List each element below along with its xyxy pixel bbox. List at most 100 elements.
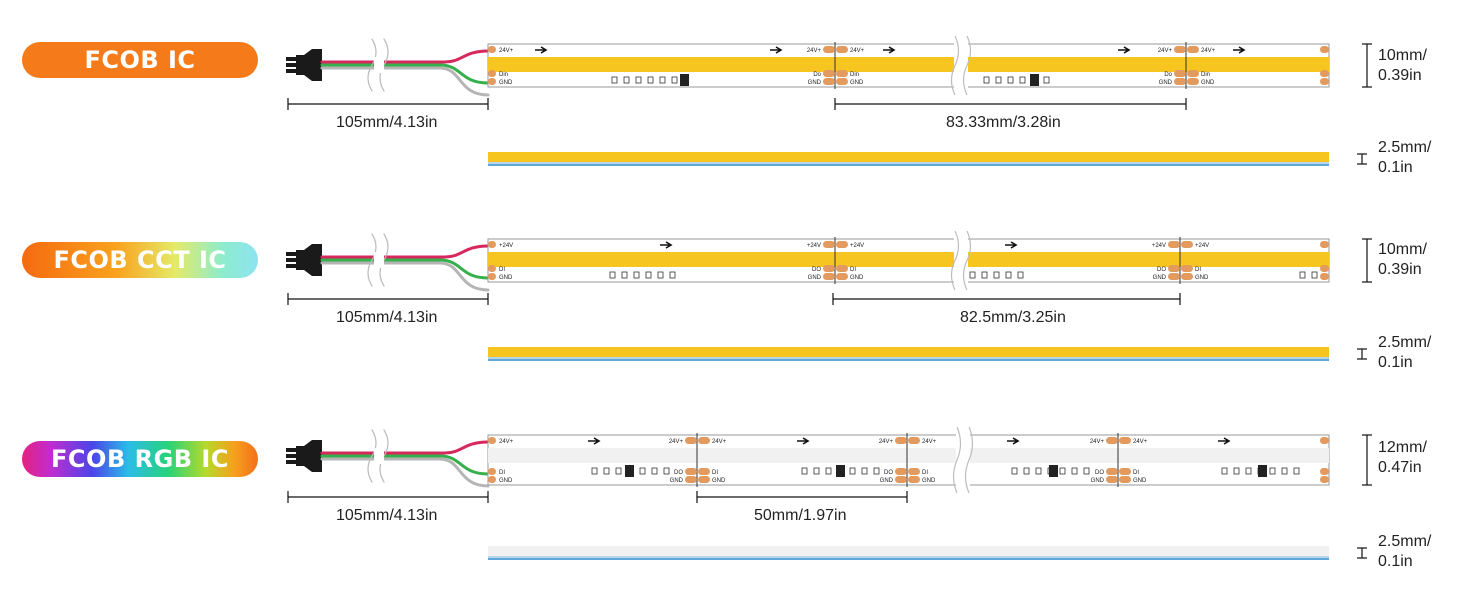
smd-resistor (1017, 271, 1024, 279)
wire-gray (320, 66, 490, 97)
strip-break-mark (964, 426, 974, 494)
smd-resistor (813, 467, 820, 475)
strip-break-mark (950, 230, 960, 291)
flow-direction-arrow (770, 46, 783, 54)
wire-green (320, 258, 490, 280)
solder-pad (488, 70, 496, 77)
pad-label-gnd: GND (499, 275, 513, 281)
solder-pad (488, 241, 496, 248)
solder-pad (1320, 273, 1329, 280)
cob-light-band (488, 57, 1329, 72)
smd-resistor (633, 271, 640, 279)
pad-label-gnd: GND (1195, 275, 1209, 281)
connector-pin (286, 454, 298, 458)
connector-pin (286, 63, 298, 67)
strip-side-profile-1 (488, 152, 1329, 166)
cut-length-label-1: 83.33mm/3.28in (946, 114, 1061, 131)
smd-resistor (1221, 467, 1228, 475)
solder-pad (1119, 468, 1131, 475)
ic-chip (1030, 74, 1039, 86)
pad-label-data-in: Din (850, 72, 859, 78)
smd-resistor (659, 76, 666, 84)
wire-red (320, 440, 490, 455)
flow-direction-arrow (1118, 46, 1131, 54)
pad-label-vplus: 24V+ (850, 48, 865, 54)
pad-label-vplus: +24V (1152, 243, 1166, 249)
smd-resistor (623, 76, 630, 84)
pad-label-gnd: GND (1201, 80, 1215, 86)
smd-resistor (603, 467, 610, 475)
smd-resistor (651, 467, 658, 475)
wire-gray (320, 261, 490, 292)
profile-cob-layer (488, 546, 1329, 556)
connector-plug-3 (286, 440, 322, 472)
solder-pad (1187, 46, 1199, 53)
pad-label-data-in: DI (499, 267, 505, 273)
pad-label-gnd: GND (670, 478, 684, 484)
solder-pad (908, 468, 920, 475)
smd-resistor (671, 76, 678, 84)
solder-pad (698, 468, 710, 475)
connector-pin (286, 448, 298, 452)
smd-resistor (849, 467, 856, 475)
smd-resistor (1059, 467, 1066, 475)
solder-pad (1106, 437, 1118, 444)
solder-pad (1181, 273, 1193, 280)
led-strip-3 (487, 434, 1330, 486)
wire-bundle-3 (320, 429, 490, 488)
cut-length-label-2: 82.5mm/3.25in (960, 309, 1066, 326)
pad-label-vplus: 24V+ (922, 439, 937, 445)
solder-pad (1119, 476, 1131, 483)
ic-chip (625, 465, 634, 477)
strip-break-gap (954, 36, 968, 95)
smd-resistor (657, 271, 664, 279)
solder-pad (685, 476, 697, 483)
solder-pad (698, 437, 710, 444)
pad-label-gnd: GND (1153, 275, 1167, 281)
strip-thickness-label-1: 2.5mm/ 0.1in (1378, 139, 1432, 176)
wire-break-mark (367, 38, 377, 92)
pad-label-gnd: GND (1159, 80, 1173, 86)
flow-direction-arrow (535, 46, 548, 54)
solder-pad (1106, 476, 1118, 483)
solder-pad (488, 265, 496, 272)
cob-light-band (488, 448, 1329, 463)
smd-resistor (1019, 76, 1026, 84)
wire-length-label-3: 105mm/4.13in (336, 507, 438, 524)
pad-label-vplus: 24V+ (1133, 439, 1148, 445)
pad-label-data-in: DI (499, 470, 505, 476)
strip-break-mark (952, 426, 962, 494)
fcob-ic-title-badge: FCOB IC (22, 42, 258, 78)
pad-label-gnd: GND (1133, 478, 1147, 484)
smd-resistor (639, 467, 646, 475)
strip-break-mark (962, 230, 972, 291)
pad-label-gnd: GND (1091, 478, 1105, 484)
flow-direction-arrow (1007, 437, 1020, 445)
solder-pad (1119, 437, 1131, 444)
pad-label-vplus: +24V (499, 243, 513, 249)
pad-label-data-in: Din (499, 72, 508, 78)
smd-resistor (1245, 467, 1252, 475)
connector-pin (286, 264, 298, 268)
smd-resistor (995, 76, 1002, 84)
pad-label-vplus: 24V+ (1158, 48, 1173, 54)
pad-label-data-out: DO (812, 267, 821, 273)
wire-break-mark (367, 233, 377, 287)
flow-direction-arrow (1218, 437, 1231, 445)
solder-pad (1320, 46, 1329, 53)
solder-pad (488, 273, 496, 280)
solder-pad (895, 468, 907, 475)
solder-pad (685, 437, 697, 444)
connector-body (296, 440, 322, 472)
pad-label-data-in: DI (1133, 470, 1139, 476)
pad-label-gnd: GND (850, 80, 864, 86)
ic-chip (1049, 465, 1058, 477)
strip-side-profile-3 (488, 546, 1329, 560)
solder-pad (895, 437, 907, 444)
smd-resistor (1293, 467, 1300, 475)
solder-pad (836, 241, 848, 248)
solder-pad (836, 70, 848, 77)
wire-break-gap (374, 252, 384, 268)
connector-plug-2 (286, 244, 322, 276)
